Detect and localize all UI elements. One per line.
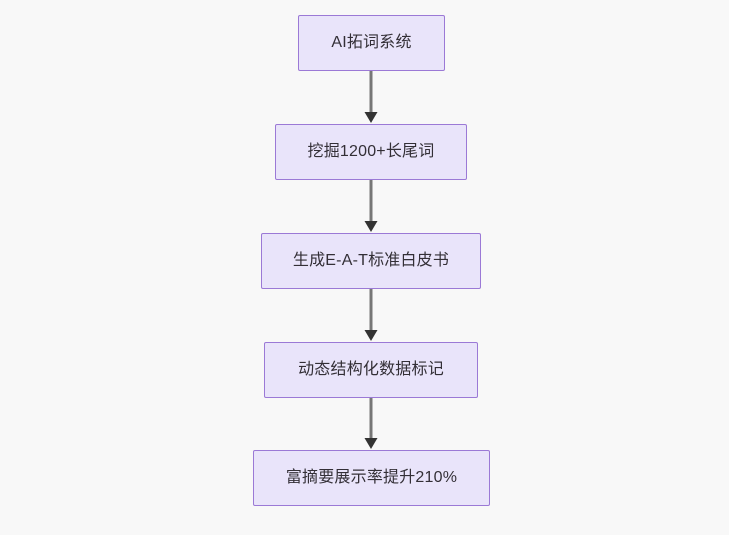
arrow-head-icon [364,221,378,232]
flow-node-rich-snippet-impression-uplift[interactable]: 富摘要展示率提升210% [253,450,490,506]
flow-arrow-4 [359,398,383,450]
flow-node-label: 挖掘1200+长尾词 [307,143,435,160]
flow-node-ai-keyword-system[interactable]: AI拓词系统 [298,15,445,71]
arrow-head-icon [364,112,378,123]
flow-arrow-1 [359,71,383,124]
flow-node-label: AI拓词系统 [331,34,412,51]
flow-node-generate-eat-whitepaper[interactable]: 生成E-A-T标准白皮书 [261,233,481,289]
arrow-head-icon [364,330,378,341]
flow-node-label: 动态结构化数据标记 [298,361,444,378]
flow-node-label: 富摘要展示率提升210% [285,469,458,486]
flow-node-dynamic-structured-data-markup[interactable]: 动态结构化数据标记 [264,342,478,398]
flow-arrow-3 [359,289,383,342]
flow-node-mine-longtail-keywords[interactable]: 挖掘1200+长尾词 [275,124,467,180]
arrow-head-icon [364,438,378,449]
flow-arrow-2 [359,180,383,233]
flow-node-label: 生成E-A-T标准白皮书 [292,252,450,269]
